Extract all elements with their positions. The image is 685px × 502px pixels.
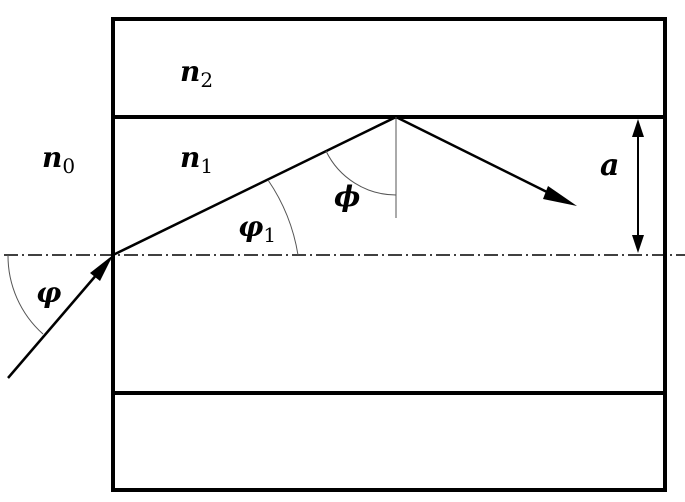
- varphi-arc: [7, 254, 44, 335]
- incident-ray: [7, 258, 111, 379]
- label-varphi1: φ1: [238, 210, 276, 247]
- refracted-ray: [112, 115, 397, 257]
- label-n0: n0: [42, 141, 75, 178]
- incident-arrowhead: [90, 255, 113, 281]
- label-n2: n2: [180, 55, 213, 92]
- dimension-a-arrow-top: [632, 119, 644, 137]
- varphi1-arc: [267, 179, 299, 256]
- label-varphi: φ: [36, 276, 62, 309]
- label-a: a: [600, 148, 619, 183]
- reflected-ray: [395, 115, 564, 202]
- label-n1: n1: [180, 141, 213, 178]
- label-phi: ϕ: [334, 180, 360, 213]
- reflected-arrowhead: [543, 186, 577, 206]
- dimension-a-arrow-bottom: [632, 235, 644, 253]
- phi-arc: [325, 150, 397, 196]
